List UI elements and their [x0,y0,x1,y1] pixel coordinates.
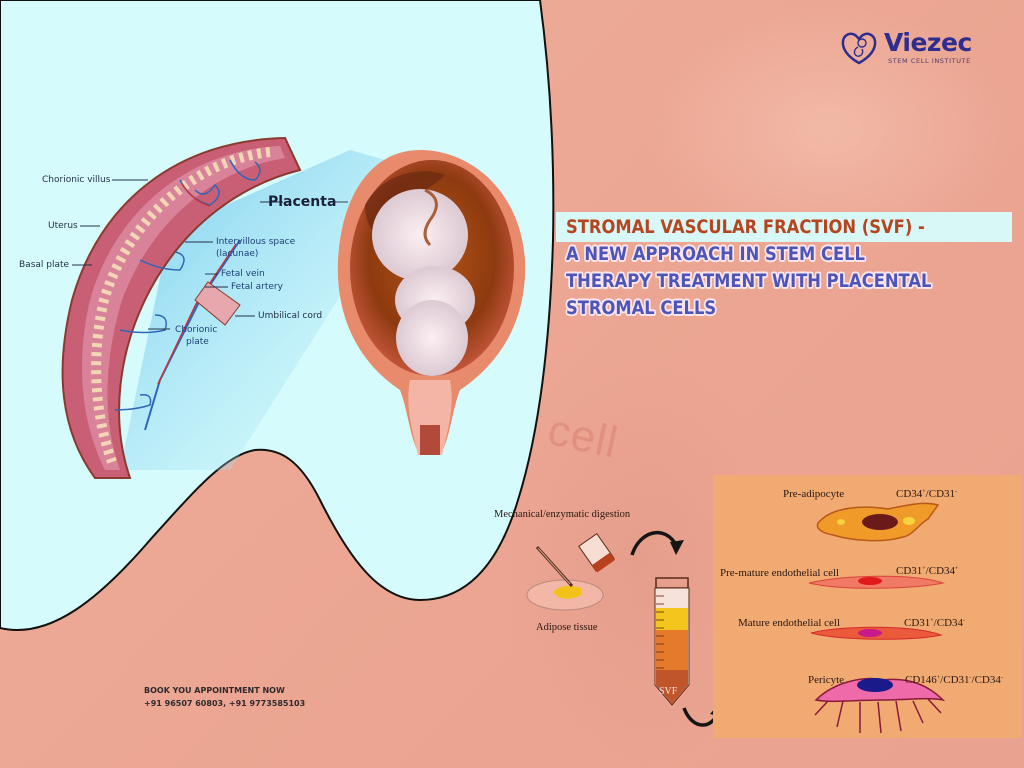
svf-tube [654,577,690,706]
brand-tagline: STEM CELL INSTITUTE [888,57,971,65]
headline-highlight-band [556,212,1012,242]
label-uterus: Uterus [48,221,78,231]
label-fetal-vein: Fetal vein [221,269,265,279]
cell-marker-pre-adipocyte: CD34+/CD31- [896,488,958,500]
pre-mature-endothelial-cell [808,575,945,589]
label-digestion: Mechanical/enzymatic digestion [494,509,631,520]
pericyte-cell [814,677,946,734]
label-placenta: Placenta [268,194,337,210]
arrow-to-tube [630,530,678,556]
small-tube [578,532,616,573]
heart-baby-icon [841,32,877,64]
label-fetal-artery: Fetal artery [231,282,283,292]
placenta-arc [61,136,302,479]
phone-numbers[interactable]: +91 96507 60803, +91 9773585103 [144,699,306,708]
cell-name-pre-mature-endothelial: Pre-mature endothelial cell [720,567,840,579]
label-plate: plate [186,337,209,347]
label-basal-plate: Basal plate [19,260,70,270]
label-intervillous-space: Intervillous space [216,237,296,247]
cell-name-pre-adipocyte: Pre-adipocyte [783,488,845,500]
appointment-cta: BOOK YOU APPOINTMENT NOW [144,686,285,695]
headline-line-4: STROMAL CELLS [566,297,717,319]
label-adipose-tissue: Adipose tissue [536,622,598,633]
contact-block: BOOK YOU APPOINTMENT NOW +91 96507 60803… [144,684,305,710]
label-svf: SVF [659,686,678,697]
label-chorionic: Chorionic [175,325,218,335]
label-chorionic-villus: Chorionic villus [42,175,111,185]
headline-line-1: STROMAL VASCULAR FRACTION (SVF) - [566,216,925,238]
brand-logo: Viezec STEM CELL INSTITUTE [840,30,972,65]
cell-name-pericyte: Pericyte [808,674,845,686]
adipose-dish [526,545,604,611]
brand-name: Viezec [884,28,972,57]
mature-endothelial-cell [810,626,943,640]
label-lacunae: (lacunae) [216,249,259,259]
cell-marker-mature-endothelial: CD31+/CD34- [904,617,966,629]
label-umbilical-cord: Umbilical cord [258,311,323,321]
cell-name-mature-endothelial: Mature endothelial cell [738,617,841,629]
fetus [372,189,475,376]
cell-marker-pericyte: CD146+/CD31-/CD34- [905,674,1003,686]
headline-line-2: A NEW APPROACH IN STEM CELL [566,243,865,265]
cell-marker-pre-mature-endothelial: CD31+/CD34+ [896,565,959,577]
pre-adipocyte-cell [816,502,940,542]
headline-line-3: THERAPY TREATMENT WITH PLACENTAL [566,270,932,292]
cell-illustrations [808,502,946,734]
cell-types-panel: Pre-adipocyte CD34+/CD31- Pre-mature end… [713,475,1022,738]
headline: STROMAL VASCULAR FRACTION (SVF) - A NEW … [566,214,953,322]
